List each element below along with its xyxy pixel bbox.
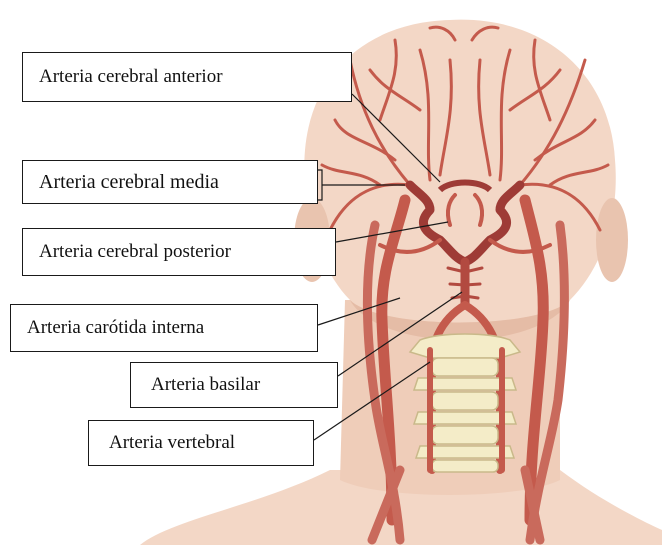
- label-arteria-vertebral: Arteria vertebral: [88, 420, 314, 466]
- label-arteria-carotida-interna: Arteria carótida interna: [10, 304, 318, 352]
- label-arteria-basilar: Arteria basilar: [130, 362, 338, 408]
- label-text: Arteria basilar: [151, 374, 260, 396]
- label-text: Arteria cerebral anterior: [39, 66, 223, 88]
- label-text: Arteria cerebral media: [39, 171, 219, 194]
- label-arteria-cerebral-posterior: Arteria cerebral posterior: [22, 228, 336, 276]
- label-arteria-cerebral-media: Arteria cerebral media: [22, 160, 318, 204]
- label-text: Arteria cerebral posterior: [39, 241, 231, 263]
- right-ear: [596, 198, 628, 282]
- label-arteria-cerebral-anterior: Arteria cerebral anterior: [22, 52, 352, 102]
- label-text: Arteria carótida interna: [27, 317, 204, 339]
- label-text: Arteria vertebral: [109, 432, 235, 454]
